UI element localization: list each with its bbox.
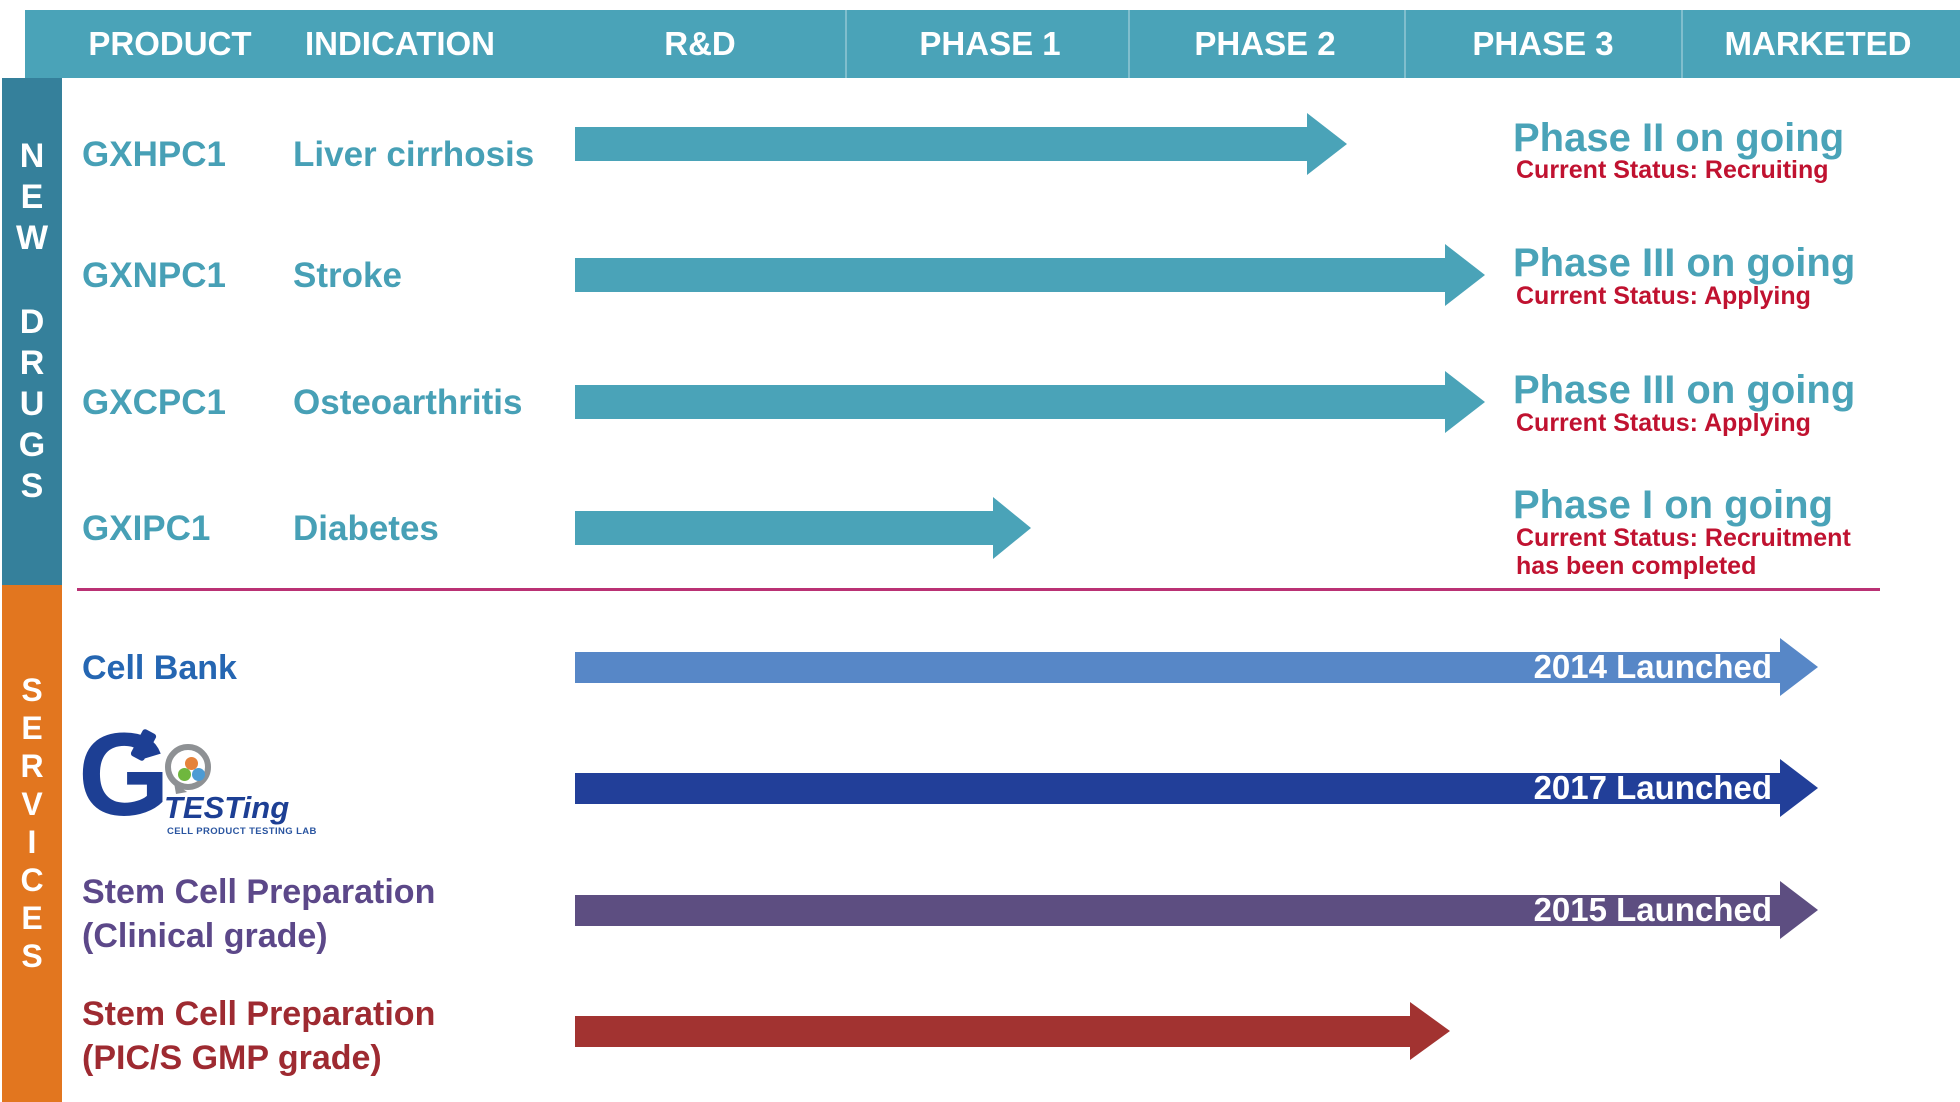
logo-testing-text: TESTing <box>164 790 290 825</box>
sidebar-letter: E <box>21 900 43 936</box>
current-status-label: Current Status: Applying <box>1516 409 1811 437</box>
product-name: GXCPC1 <box>82 383 226 422</box>
phase-progress-label: Phase I on going <box>1513 483 1834 527</box>
header-separator <box>1404 10 1406 78</box>
logo-magnifier-ring-icon <box>165 744 211 790</box>
gxcpc1-progress-arrow <box>575 371 1485 433</box>
sidebar-letter: D <box>19 303 45 341</box>
stem-clinical-launch-arrow: 2015 Launched <box>575 881 1818 939</box>
arrow-body: 2017 Launched <box>575 769 1780 806</box>
arrow-head <box>1780 881 1818 939</box>
sidebar-letter: S <box>20 467 44 505</box>
arrow-body <box>575 385 1445 419</box>
header-bar: PRODUCT INDICATION R&D PHASE 1 PHASE 2 P… <box>25 10 1960 78</box>
header-col-indication: INDICATION <box>304 25 496 62</box>
service-label-line-2: (Clinical grade) <box>82 917 328 955</box>
product-name: GXIPC1 <box>82 509 211 548</box>
status-line-1: Current Status: Recruitment <box>1516 524 1851 552</box>
sidebar-letter: U <box>19 385 45 423</box>
sidebar-letter: N <box>19 137 45 175</box>
service-label-line-2: (PIC/S GMP grade) <box>82 1039 382 1077</box>
gxhpc1-progress-arrow <box>575 113 1347 175</box>
logo-subtext: CELL PRODUCT TESTING LAB <box>167 826 317 837</box>
indication-label: Diabetes <box>293 509 439 548</box>
sidebar-letter: C <box>20 862 44 898</box>
sidebar-letter: E <box>20 178 44 216</box>
arrow-head <box>1780 759 1818 817</box>
indication-label: Liver cirrhosis <box>293 135 535 174</box>
sidebar-letter: R <box>20 748 44 784</box>
logo-dot-green <box>178 768 191 781</box>
arrow-body: 2014 Launched <box>575 648 1780 685</box>
arrow-body <box>575 258 1445 292</box>
sidebar-letter: E <box>21 710 43 746</box>
sidebar-letter: I <box>27 824 37 860</box>
header-col-rd: R&D <box>664 25 736 62</box>
indication-label: Stroke <box>293 256 402 295</box>
status-line-1: Current Status: Recruiting <box>1516 156 1829 184</box>
current-status-label: Current Status: Recruitment has been com… <box>1516 524 1851 580</box>
sidebar-letter: R <box>19 344 45 382</box>
arrow-head <box>1445 244 1485 306</box>
status-line-1: Current Status: Applying <box>1516 409 1811 437</box>
arrow-body <box>575 511 993 545</box>
current-status-label: Current Status: Recruiting <box>1516 156 1829 184</box>
arrow-body <box>575 1015 1410 1047</box>
header-separator <box>1128 10 1130 78</box>
service-label-stem-gmp: Stem Cell Preparation (PIC/S GMP grade) <box>82 992 435 1080</box>
product-name: GXHPC1 <box>82 135 226 174</box>
arrow-label: 2015 Launched <box>1533 891 1772 928</box>
logo-dot-blue <box>192 768 205 781</box>
product-name: GXNPC1 <box>82 256 226 295</box>
arrow-head <box>1410 1002 1450 1060</box>
phase-progress-label: Phase II on going <box>1513 116 1845 160</box>
arrow-head <box>1780 638 1818 696</box>
arrow-label: 2017 Launched <box>1533 769 1772 806</box>
cell-bank-launch-arrow: 2014 Launched <box>575 638 1818 696</box>
testing-launch-arrow: 2017 Launched <box>575 759 1818 817</box>
arrow-head <box>1307 113 1347 175</box>
arrow-head <box>1445 371 1485 433</box>
gxnpc1-progress-arrow <box>575 244 1485 306</box>
gtesting-logo: G TESTing CELL PRODUCT TESTING LAB <box>78 716 316 842</box>
header-separator <box>1681 10 1683 78</box>
header-col-phase1: PHASE 1 <box>919 25 1061 62</box>
sidebar-letter: W <box>15 219 49 257</box>
arrow-body <box>575 127 1307 161</box>
service-label-stem-clinical: Stem Cell Preparation (Clinical grade) <box>82 870 435 958</box>
section-divider <box>77 588 1880 591</box>
service-label-line-1: Stem Cell Preparation <box>82 873 436 911</box>
sidebar-letter: S <box>21 938 43 974</box>
service-label-line-1: Stem Cell Preparation <box>82 995 436 1033</box>
header-col-marketed: MARKETED <box>1724 25 1912 62</box>
header-col-product: PRODUCT <box>88 25 252 62</box>
arrow-body: 2015 Launched <box>575 891 1780 928</box>
gxipc1-progress-arrow <box>575 497 1031 559</box>
phase-progress-label: Phase III on going <box>1513 368 1856 412</box>
arrow-label: 2014 Launched <box>1533 648 1772 685</box>
indication-label: Osteoarthritis <box>293 383 523 422</box>
sidebar-letter: V <box>21 786 43 822</box>
sidebar-letter: S <box>21 672 43 708</box>
logo-g-letter: G <box>78 709 170 841</box>
status-line-2: has been completed <box>1516 552 1757 580</box>
service-label-cell-bank: Cell Bank <box>82 649 237 687</box>
arrow-head <box>993 497 1031 559</box>
status-line-1: Current Status: Applying <box>1516 282 1811 310</box>
phase-progress-label: Phase III on going <box>1513 241 1856 285</box>
sidebar-letter: G <box>18 426 46 464</box>
current-status-label: Current Status: Applying <box>1516 282 1811 310</box>
stem-gmp-progress-arrow <box>575 1002 1450 1060</box>
header-col-phase3: PHASE 3 <box>1472 25 1614 62</box>
header-col-phase2: PHASE 2 <box>1194 25 1336 62</box>
logo-dot-orange <box>185 757 198 770</box>
header-separator <box>845 10 847 78</box>
